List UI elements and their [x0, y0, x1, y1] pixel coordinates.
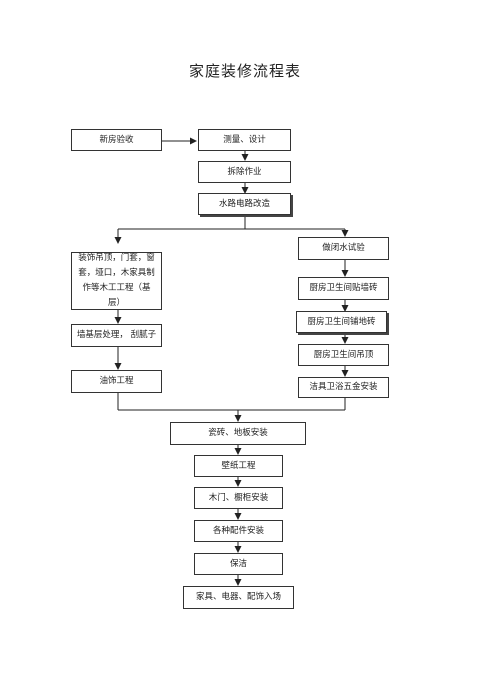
step-closed-water-test: 做闭水试验: [298, 237, 389, 260]
step-new-house: 新房验收: [71, 129, 162, 151]
step-kitchen-floor-tile: 厨房卫生间铺地砖: [296, 311, 387, 333]
step-tile-floor-install: 瓷砖、地板安装: [170, 422, 306, 445]
step-kitchen-ceiling: 厨房卫生间吊顶: [298, 344, 389, 366]
step-wallpaper: 壁纸工程: [194, 455, 283, 477]
step-demolish: 拆除作业: [198, 161, 291, 183]
step-fittings: 各种配件安装: [194, 520, 283, 542]
step-paint: 油饰工程: [71, 370, 162, 393]
step-kitchen-wall-tile: 厨房卫生间贴墙砖: [298, 277, 389, 300]
step-doors-cabinets: 木门、橱柜安装: [194, 487, 283, 509]
step-plumbing: 水路电路改造: [198, 193, 291, 215]
page-title: 家庭装修流程表: [188, 62, 301, 80]
step-wall-base: 墙基层处理， 刮腻子: [71, 324, 162, 347]
step-furniture-move-in: 家具、电器、配饰入场: [183, 586, 294, 609]
step-woodwork: 装饰吊顶，门套，窗套，垭口，木家具制作等木工工程（基层）: [71, 252, 162, 310]
step-sanitary-install: 洁具卫浴五金安装: [298, 377, 389, 398]
step-cleaning: 保洁: [194, 553, 283, 575]
step-measure: 测量、设计: [198, 129, 291, 151]
